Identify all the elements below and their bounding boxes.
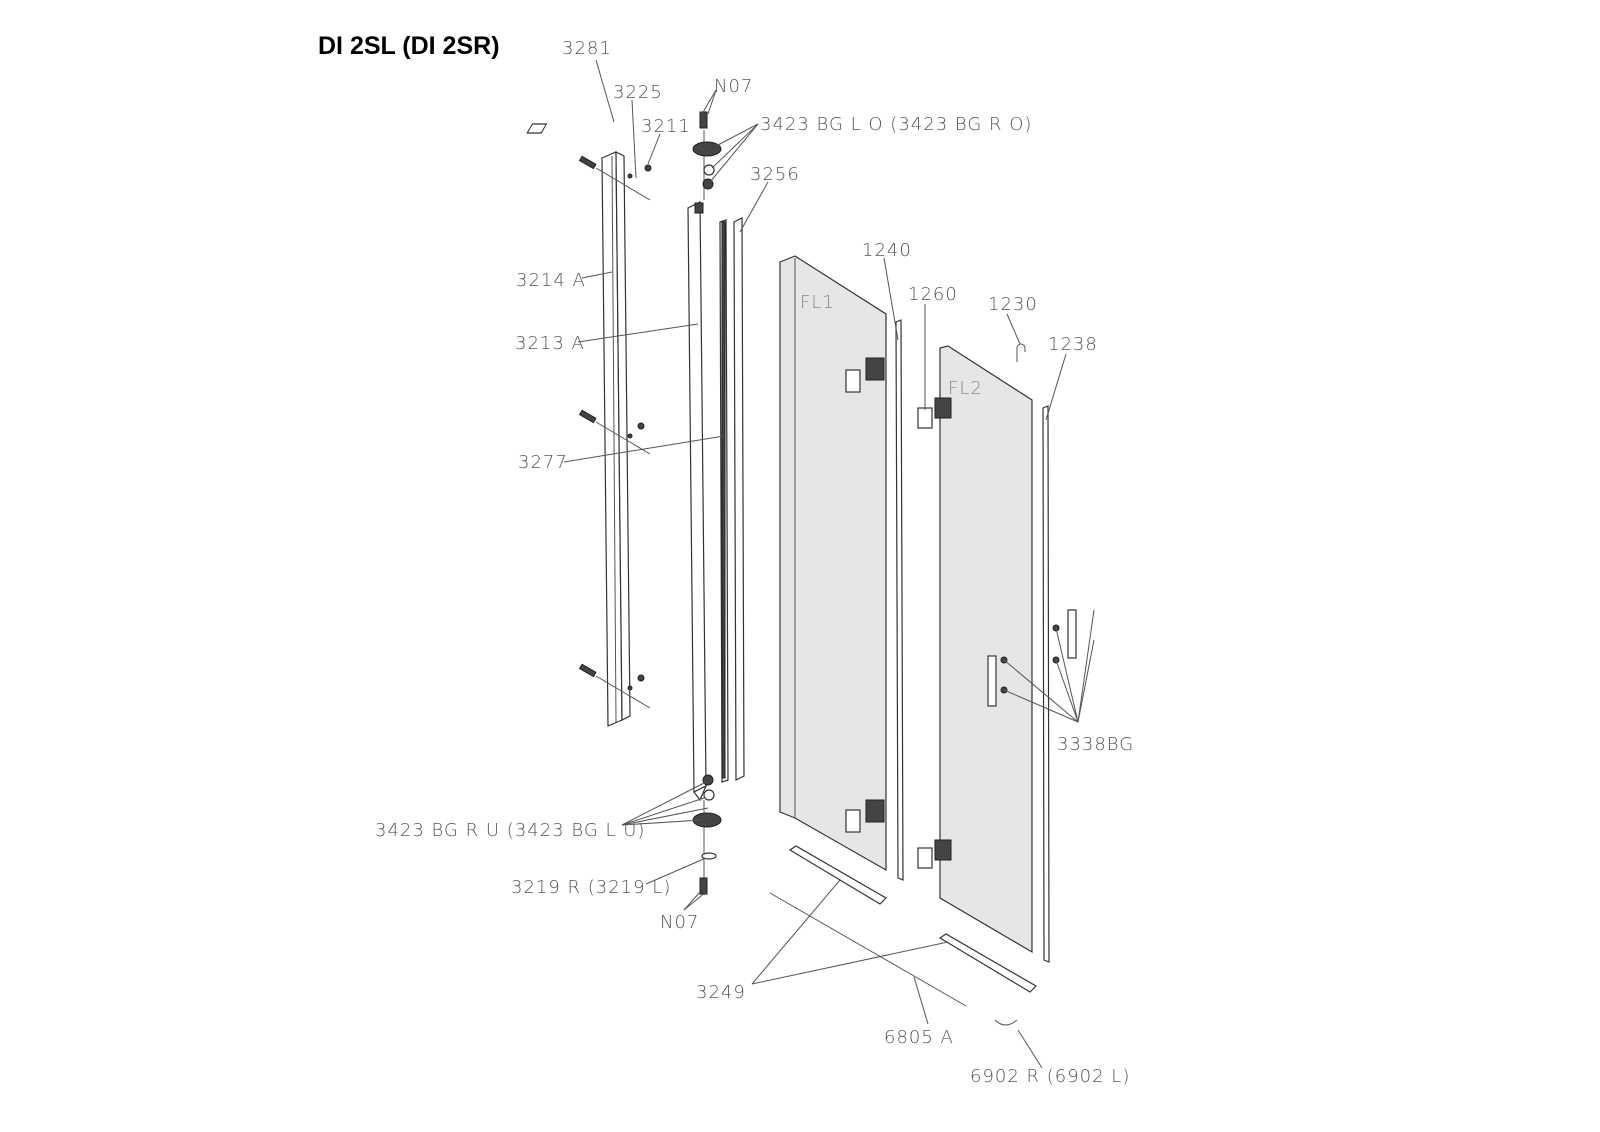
label-3423-top: 3423 BG L O (3423 BG R O) xyxy=(760,114,1032,135)
label-3281: 3281 xyxy=(562,38,612,59)
leader-lines xyxy=(563,59,1095,1069)
seal-1240 xyxy=(895,319,904,881)
profile-3213a xyxy=(687,111,722,895)
label-1230: 1230 xyxy=(988,294,1038,315)
label-3338bg: 3338BG xyxy=(1057,734,1134,755)
label-3211: 3211 xyxy=(641,116,691,137)
label-6805a: 6805 A xyxy=(884,1027,954,1048)
glass-panel-fl1 xyxy=(779,255,887,872)
label-fl2: FL2 xyxy=(948,378,983,399)
label-fl1: FL1 xyxy=(800,292,835,313)
glass-panel-fl2 xyxy=(917,345,1077,954)
label-1240: 1240 xyxy=(862,240,912,261)
label-3249: 3249 xyxy=(696,982,746,1003)
label-6902: 6902 R (6902 L) xyxy=(970,1066,1130,1087)
profile-6805a xyxy=(769,892,967,1007)
seal-3256 xyxy=(719,217,745,783)
wall-screws xyxy=(526,123,652,709)
label-3277: 3277 xyxy=(518,452,568,473)
seal-1238 xyxy=(1042,405,1050,963)
diagram-title: DI 2SL (DI 2SR) xyxy=(318,32,500,60)
label-1260: 1260 xyxy=(908,284,958,305)
label-3423-bottom: 3423 BG R U (3423 BG L U) xyxy=(375,820,645,841)
wall-profile-3214a xyxy=(601,151,631,727)
part-6902 xyxy=(994,1019,1018,1026)
label-n07-bottom: N07 xyxy=(660,912,699,933)
label-3225: 3225 xyxy=(613,82,663,103)
label-1238: 1238 xyxy=(1048,334,1098,355)
label-3213a: 3213 A xyxy=(515,333,585,354)
part-1230 xyxy=(1016,343,1026,362)
bottom-rails-3249 xyxy=(788,845,1037,993)
label-n07-top: N07 xyxy=(714,76,753,97)
label-3214a: 3214 A xyxy=(516,270,586,291)
label-3256: 3256 xyxy=(750,164,800,185)
label-3219: 3219 R (3219 L) xyxy=(511,877,671,898)
